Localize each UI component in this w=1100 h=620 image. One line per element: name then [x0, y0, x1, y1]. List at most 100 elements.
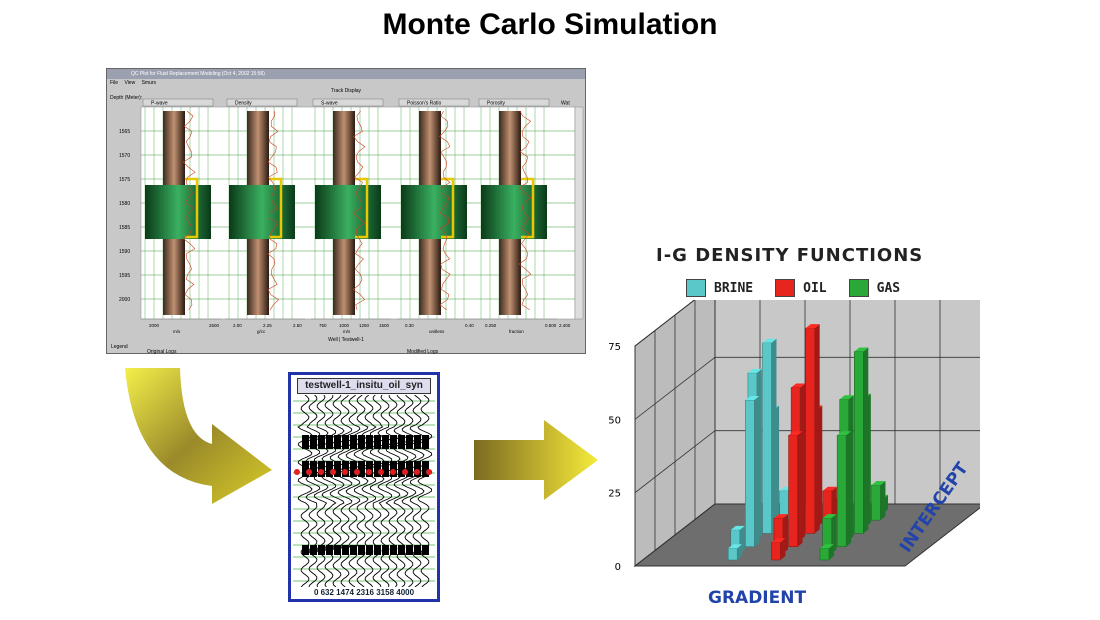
track-green-zone: [315, 185, 381, 239]
seismic-fill: [310, 461, 317, 477]
gradient-axis-label: GRADIENT: [708, 588, 807, 608]
seismic-fill: [414, 461, 421, 477]
track-tick: 2000: [149, 323, 160, 328]
track-tick: 1500: [379, 323, 390, 328]
track-unit: m/s: [343, 329, 351, 334]
bar-side: [863, 347, 869, 534]
bar-side: [880, 480, 886, 521]
seismic-fill: [358, 545, 365, 555]
seismic-fill: [366, 461, 373, 477]
depth-label: 1570: [119, 153, 130, 159]
log-track-window: QC Plot for Fluid Replacement Modeling (…: [106, 68, 586, 355]
seismic-fill: [350, 545, 357, 555]
bar-front: [819, 548, 830, 561]
bar-front: [745, 399, 755, 547]
modified-log-line: [355, 177, 369, 239]
bar-front: [788, 434, 798, 547]
legend-label: Legend: [111, 344, 128, 350]
modified-log-line: [269, 177, 283, 239]
right-tick: 2.400: [559, 323, 571, 328]
bar-front: [727, 548, 738, 561]
modified-log-line: [185, 177, 199, 239]
depth-header: Depth (Meter):: [110, 95, 143, 101]
seismic-marker: [426, 469, 432, 475]
seismic-fill: [318, 435, 325, 449]
seismic-fill: [302, 461, 309, 477]
depth-label: 1565: [119, 129, 130, 135]
seismic-marker: [354, 469, 360, 475]
seismic-panel: testwell-1_insitu_oil_syn 0 632 1474 231…: [288, 372, 440, 602]
seismic-fill: [366, 545, 373, 555]
seismic-fill: [302, 435, 309, 449]
track-name: P-wave: [151, 101, 168, 107]
track-tick: 1000: [339, 323, 350, 328]
track-header: [312, 98, 384, 107]
curved-arrow-icon: [125, 368, 272, 504]
seismic-marker: [330, 469, 336, 475]
gas-swatch: [848, 279, 869, 297]
seismic-fill: [398, 545, 405, 555]
bar-top: [820, 544, 834, 549]
y-tick-label: 0: [615, 562, 621, 573]
seismic-marker: [390, 469, 396, 475]
seismic-fill: [382, 461, 389, 477]
seismic-fill: [334, 545, 341, 555]
seismic-marker: [366, 469, 372, 475]
seismic-fill: [374, 545, 381, 555]
track-unit: g/cc: [257, 329, 266, 334]
track-unit: m/s: [173, 329, 181, 334]
bar-top: [728, 544, 743, 549]
track-header: [398, 98, 470, 107]
seismic-fill: [382, 435, 389, 449]
seismic-fill: [326, 435, 333, 449]
menu-smurs[interactable]: Smurs: [141, 80, 157, 86]
seismic-fill: [334, 461, 341, 477]
seismic-fill: [326, 461, 333, 477]
seismic-trace: [401, 395, 417, 587]
bar-side: [737, 544, 743, 560]
track-name: Density: [235, 101, 252, 107]
seismic-fill: [358, 461, 365, 477]
seismic-fill: [398, 461, 405, 477]
seismic-fill: [342, 435, 349, 449]
seismic-fill: [374, 435, 381, 449]
seismic-fill: [414, 435, 421, 449]
legend-brine: BRINE: [686, 279, 753, 297]
depth-label: 2000: [119, 297, 130, 303]
bar-front: [854, 351, 864, 534]
menu-view[interactable]: View: [124, 80, 136, 86]
bar-side: [846, 431, 852, 547]
seismic-fill: [310, 435, 317, 449]
seismic-fill: [390, 435, 397, 449]
bar-front: [771, 542, 781, 561]
original-log-curve: [439, 110, 451, 311]
right-arrow-icon: [474, 420, 598, 500]
seismic-marker: [294, 469, 300, 475]
track-header: [142, 98, 214, 107]
seismic-fill: [398, 435, 405, 449]
track-tick: 2500: [209, 323, 220, 328]
seismic-marker: [414, 469, 420, 475]
track-tick: 2.50: [293, 323, 302, 328]
seismic-fill: [390, 545, 397, 555]
menu-file[interactable]: File: [110, 80, 119, 86]
original-log-curve: [267, 110, 279, 311]
bar-top: [837, 431, 852, 436]
depth-label: 1595: [119, 273, 130, 279]
track-green-zone: [401, 185, 467, 239]
track-green-zone: [481, 185, 547, 239]
track-tick: 2.00: [233, 323, 242, 328]
modified-log-line: [521, 177, 535, 239]
bar-side: [754, 396, 760, 547]
track-tick: 0.500: [545, 323, 557, 328]
oil-swatch: [775, 279, 796, 297]
y-tick-label: 25: [608, 489, 621, 500]
bar-top: [747, 368, 762, 373]
depth-label: 1585: [119, 225, 130, 231]
track-tick: 2.25: [263, 323, 272, 328]
bar-top: [822, 486, 837, 491]
track-name: Poisson's Ratio: [407, 101, 442, 107]
seismic-fill: [326, 545, 333, 555]
modified-log-line: [441, 177, 455, 239]
window-title-bar[interactable]: QC Plot for Fluid Replacement Modeling (…: [107, 69, 585, 79]
